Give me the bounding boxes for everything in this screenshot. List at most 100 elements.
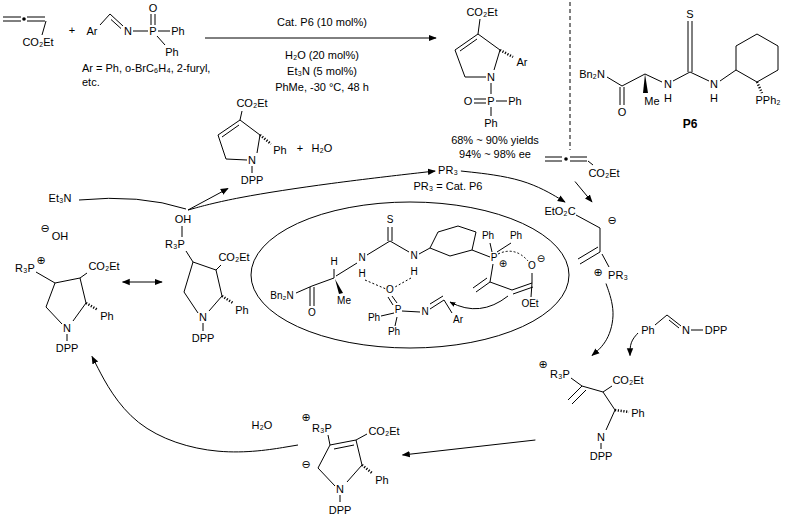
atom-label: H: [330, 257, 337, 267]
imine-bonds: [655, 315, 703, 330]
divider-line: [570, 2, 571, 150]
cycle-arrow: [575, 182, 592, 203]
atom-label: O: [528, 261, 536, 271]
atom-label: DPP: [241, 175, 264, 186]
atom-label: R₃P: [165, 239, 185, 250]
atom-label: Ar: [517, 57, 528, 68]
catalyst-bonds: [607, 21, 778, 105]
condition-text: H₂O (20 mol%): [285, 50, 359, 61]
scope-note: Ar = Ph, o-BrC₆H₄, 2-furyl, etc.: [82, 61, 214, 90]
zwitterion-structure: EtO₂C⊖⊕PR₃: [541, 202, 632, 284]
transition-state-bonds: [296, 226, 533, 326]
mechanism-arrow: [450, 296, 508, 309]
atom-label: O: [386, 285, 394, 295]
atom-label: ⊕: [538, 359, 547, 370]
reaction-arrow: [205, 38, 436, 39]
condition-text: Et₃N (5 mol%): [287, 66, 357, 77]
atom-label: P: [487, 96, 494, 107]
atom-label: OH: [52, 231, 69, 242]
allene-bonds: [545, 157, 593, 165]
phosphorane-structure: OHR₃PCO₂EtPhNDPP: [162, 210, 253, 347]
catalyst-definition: PR₃ = Cat. P6: [414, 181, 483, 192]
atom-label: Ph: [171, 26, 184, 37]
atom-label: CO₂Et: [218, 252, 249, 263]
ion-pair-structure: ⊖OH⊕R₃PCO₂EtPhNDPP: [12, 220, 123, 357]
atom-label: P: [491, 253, 498, 263]
atom-label: OH: [175, 214, 192, 225]
atom-label: Ph: [484, 118, 497, 129]
hashed-bond: [362, 465, 372, 473]
hashed-bond: [757, 82, 762, 93]
cycle-arrow: [92, 357, 298, 452]
allene-bonds: [3, 17, 46, 35]
atom-label: H: [410, 267, 417, 277]
atom-label: N: [682, 325, 690, 336]
wedge-bond: [643, 74, 648, 93]
atom-label: CO₂Et: [368, 426, 399, 437]
atom-label: Ph: [641, 325, 654, 336]
cycle-arrow: [188, 171, 435, 210]
wedge-bond: [335, 279, 343, 294]
atom-label: ⊖: [40, 223, 49, 234]
atom-label: CO₂Et: [466, 7, 497, 18]
atom-label: DPP: [192, 333, 215, 344]
hashed-bond: [222, 296, 233, 303]
atom-label: Ar: [87, 26, 98, 37]
phosphorane-bonds: [182, 226, 222, 331]
atom-label: DPP: [590, 451, 613, 462]
hashed-bond: [500, 50, 513, 57]
atom-label: N: [421, 307, 428, 317]
atom-label: ⊖: [537, 254, 545, 264]
atom-label: ⊕: [593, 267, 602, 278]
atom-label: Me: [644, 96, 659, 107]
condition-text: Cat. P6 (10 mol%): [277, 17, 367, 28]
atom-label: P: [395, 305, 402, 315]
ylide-bonds: [318, 434, 367, 502]
atom-label: S: [387, 215, 394, 225]
cycle-arrow: [188, 189, 228, 211]
atom-label: S: [686, 9, 693, 20]
atom-label: Ph: [273, 145, 286, 156]
atom-label: PR₃: [438, 165, 458, 176]
reagent-label: Et₃N: [49, 193, 72, 204]
yield-text: 68% ~ 90% yields: [451, 135, 539, 146]
ellipse-outline: [250, 201, 570, 349]
product-bonds: [218, 111, 260, 173]
equilibrium-arrow: [123, 282, 162, 283]
atom-label: CO₂Et: [236, 98, 267, 109]
atom-label: O: [149, 3, 158, 14]
allene-dot: [22, 17, 26, 21]
plus-sign: +: [297, 143, 303, 154]
atom-label: ⊖: [301, 459, 310, 470]
atom-label: PR₃: [608, 270, 628, 281]
ee-text: 94% ~ 98% ee: [459, 149, 531, 160]
allenoate-structure: CO₂Et: [543, 150, 623, 182]
atom-label: O: [464, 96, 473, 107]
cycle-arrow: [592, 284, 613, 356]
imine-structure: PhNDPP: [638, 310, 730, 339]
atom-label: N: [710, 79, 718, 90]
atom-label: ⊕: [36, 255, 45, 266]
atom-label: DPP: [56, 343, 79, 354]
atom-label: ⊕: [499, 259, 507, 269]
atom-label: R₃P: [550, 369, 570, 380]
atom-label: Ph: [375, 475, 388, 486]
atom-label: CO₂Et: [612, 375, 643, 386]
adduct-bonds: [568, 378, 615, 449]
product-bonds: [455, 19, 507, 116]
compound-number: P6: [683, 118, 698, 130]
atom-label: Ph: [165, 47, 178, 58]
atom-label: N: [124, 26, 132, 37]
atom-label: Bn₂N: [270, 291, 293, 301]
allene-dot: [564, 157, 568, 161]
atom-label: Ar: [453, 315, 463, 325]
imine-bonds: [100, 14, 170, 45]
atom-label: Ph: [482, 231, 494, 241]
cycle-arrow: [403, 440, 536, 455]
atom-label: Ph: [388, 327, 400, 337]
atom-label: Ph: [508, 96, 521, 107]
atom-label: ⊕: [301, 412, 310, 423]
atom-label: OEt: [521, 299, 538, 309]
reagent-label: H₂O: [251, 420, 274, 431]
atom-label: CO₂Et: [588, 168, 619, 179]
